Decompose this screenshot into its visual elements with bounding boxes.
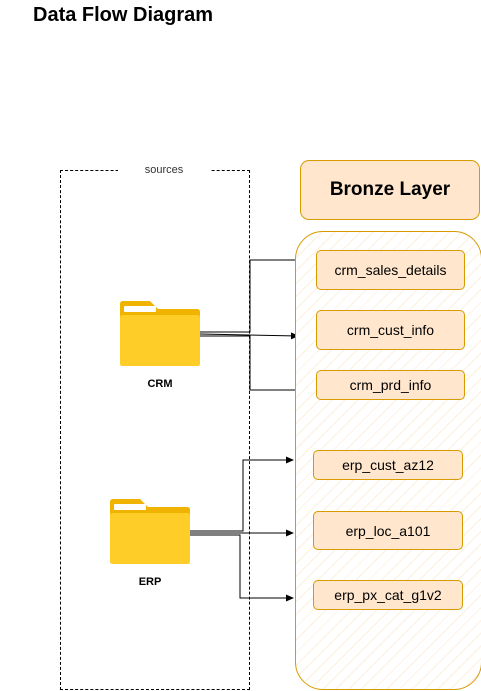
crm-folder-icon <box>120 301 200 366</box>
connector-crm-sales-details <box>200 256 305 333</box>
table-crm-prd-info: crm_prd_info <box>316 370 465 400</box>
erp-label: ERP <box>138 576 162 588</box>
connector-erp-px-cat-g1v2 <box>190 534 294 602</box>
sources-label: sources <box>118 163 210 177</box>
table-erp-loc-a101: erp_loc_a101 <box>313 511 463 550</box>
table-crm-cust-info: crm_cust_info <box>316 310 465 350</box>
crm-label: CRM <box>147 378 173 390</box>
erp-folder-icon <box>110 499 190 564</box>
bronze-layer-header: Bronze Layer <box>300 160 480 220</box>
table-crm-sales-details: crm_sales_details <box>316 250 465 290</box>
table-erp-cust-az12: erp_cust_az12 <box>313 450 463 480</box>
page-title: Data Flow Diagram <box>33 4 214 26</box>
table-erp-px-cat-g1v2: erp_px_cat_g1v2 <box>313 580 463 610</box>
connector-erp-cust-az12 <box>190 456 294 532</box>
connector-crm-cust-info <box>199 332 299 340</box>
